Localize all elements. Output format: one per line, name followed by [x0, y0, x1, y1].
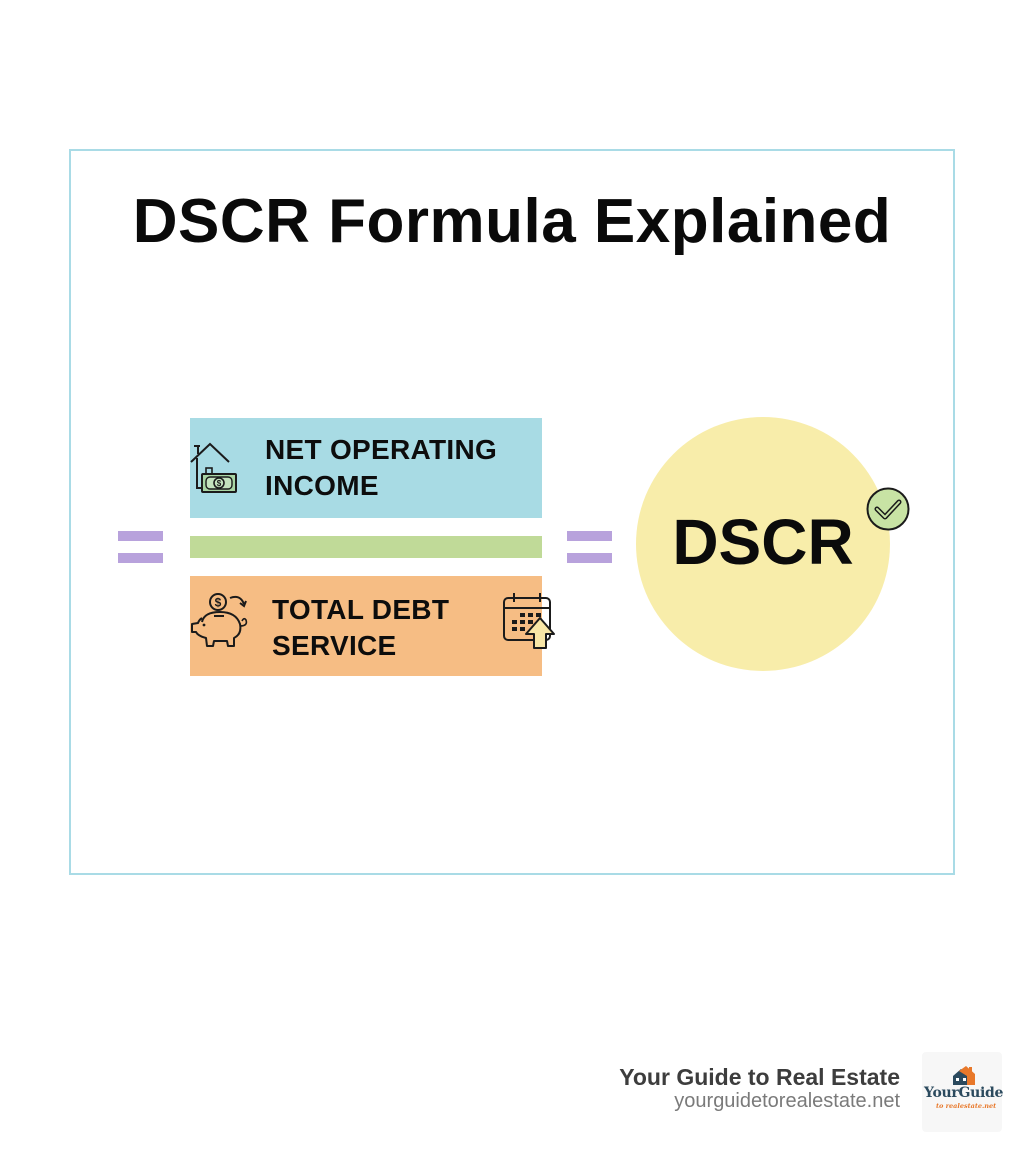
brand-name: Your Guide to Real Estate: [619, 1064, 900, 1090]
numerator-box-net-operating-income: $ NET OPERATING INCOME: [190, 418, 542, 518]
denominator-box-total-debt-service: $ TOTAL DEBT SERVICE: [190, 576, 555, 676]
brand-url[interactable]: yourguidetorealestate.net: [674, 1090, 900, 1112]
house-with-money-icon: $: [190, 442, 237, 493]
svg-text:$: $: [217, 479, 222, 488]
result-label: DSCR: [672, 506, 854, 578]
diagram-title: DSCR Formula Explained: [132, 187, 892, 256]
numerator-label: NET OPERATING INCOME: [265, 434, 498, 501]
fraction-bar: [190, 536, 542, 558]
svg-text:$: $: [215, 596, 222, 610]
check-circle-icon: [866, 487, 910, 531]
piggy-bank-coin-icon: $: [191, 593, 248, 647]
result-circle-dscr: DSCR: [636, 417, 890, 671]
equals-sign-right: [567, 531, 612, 563]
denominator-label: TOTAL DEBT SERVICE: [272, 594, 450, 661]
house-logo-icon: [953, 1066, 975, 1085]
logo-subtext: to realestate.net: [936, 1102, 997, 1110]
footer: [0, 1025, 1024, 1154]
calendar-up-arrow-icon: [503, 593, 555, 649]
logo-text: YourGuide: [924, 1085, 1004, 1101]
equals-sign-left: [118, 531, 163, 563]
brand-logo[interactable]: YourGuide to realestate.net: [922, 1052, 1004, 1132]
